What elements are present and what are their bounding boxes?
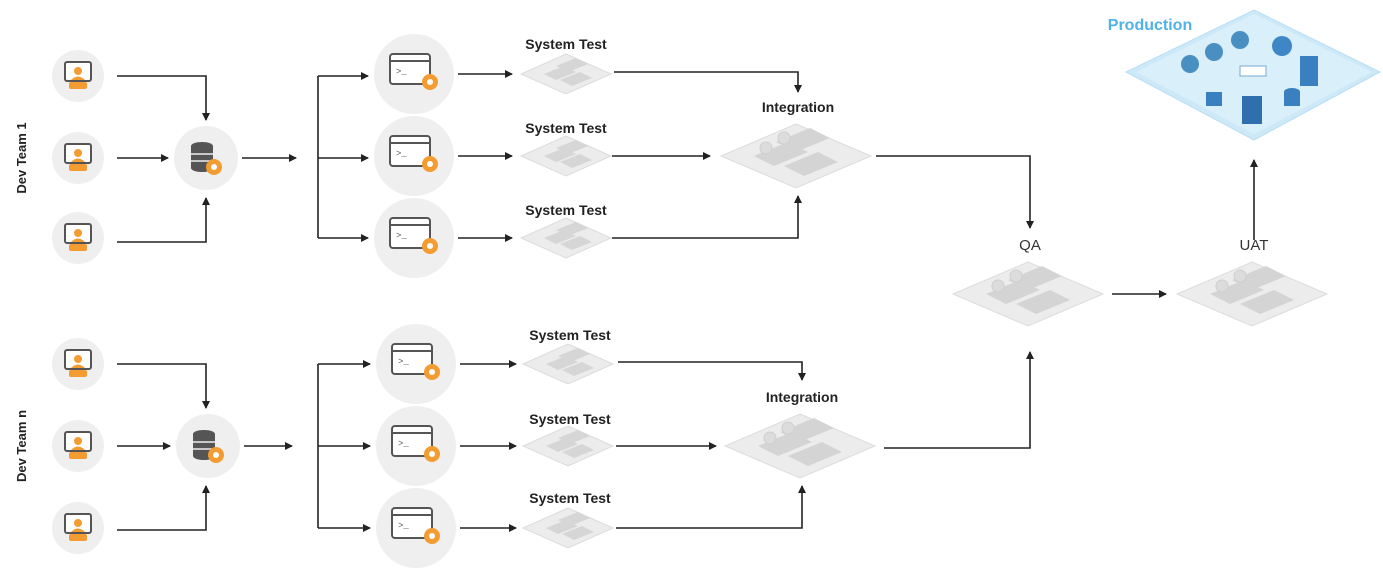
build-icon <box>375 323 457 405</box>
integration-label: Integration <box>762 99 834 115</box>
repository-icon <box>175 413 241 479</box>
connector-arrow <box>117 197 210 243</box>
system-test-server-icon <box>522 507 614 549</box>
system-test-label: System Test <box>525 120 607 136</box>
connector-arrow <box>884 351 1034 449</box>
developer-icon <box>51 211 105 265</box>
system-test-server-icon <box>520 53 612 95</box>
connector-arrow <box>614 71 802 93</box>
connector-arrow <box>618 361 806 381</box>
uat-label: UAT <box>1240 237 1269 254</box>
uat-server-icon <box>1176 261 1328 327</box>
integration-server-icon <box>720 123 872 189</box>
connector-arrow <box>876 155 1034 229</box>
team-n-label: Dev Team n <box>14 410 29 482</box>
qa-server-icon <box>952 261 1104 327</box>
qa-label: QA <box>1019 237 1041 254</box>
connector-arrow <box>117 75 210 121</box>
connector-arrow <box>117 485 210 531</box>
developer-icon <box>51 49 105 103</box>
repository-icon <box>173 125 239 191</box>
system-test-server-icon <box>520 135 612 177</box>
team-1-label: Dev Team 1 <box>14 122 29 193</box>
build-icon <box>375 405 457 487</box>
system-test-label: System Test <box>525 202 607 218</box>
connector-arrow <box>616 485 806 529</box>
build-icon <box>373 115 455 197</box>
system-test-server-icon <box>520 217 612 259</box>
build-icon <box>375 487 457 569</box>
connector-arrow <box>612 195 802 239</box>
build-icon <box>373 33 455 115</box>
production-platform-icon <box>1124 9 1382 141</box>
team-1-group <box>51 33 1034 279</box>
team-n-group <box>51 323 1034 569</box>
developer-icon <box>51 131 105 185</box>
system-test-label: System Test <box>529 327 611 343</box>
system-test-server-icon <box>522 343 614 385</box>
developer-icon <box>51 419 105 473</box>
build-icon <box>373 197 455 279</box>
system-test-label: System Test <box>529 490 611 506</box>
release-stages <box>952 9 1382 327</box>
connector-arrow <box>117 363 210 409</box>
system-test-label: System Test <box>529 411 611 427</box>
system-test-label: System Test <box>525 36 607 52</box>
integration-server-icon <box>724 413 876 479</box>
developer-icon <box>51 501 105 555</box>
production-label: Production <box>1108 17 1192 34</box>
developer-icon <box>51 337 105 391</box>
system-test-server-icon <box>522 425 614 467</box>
integration-label: Integration <box>766 389 838 405</box>
